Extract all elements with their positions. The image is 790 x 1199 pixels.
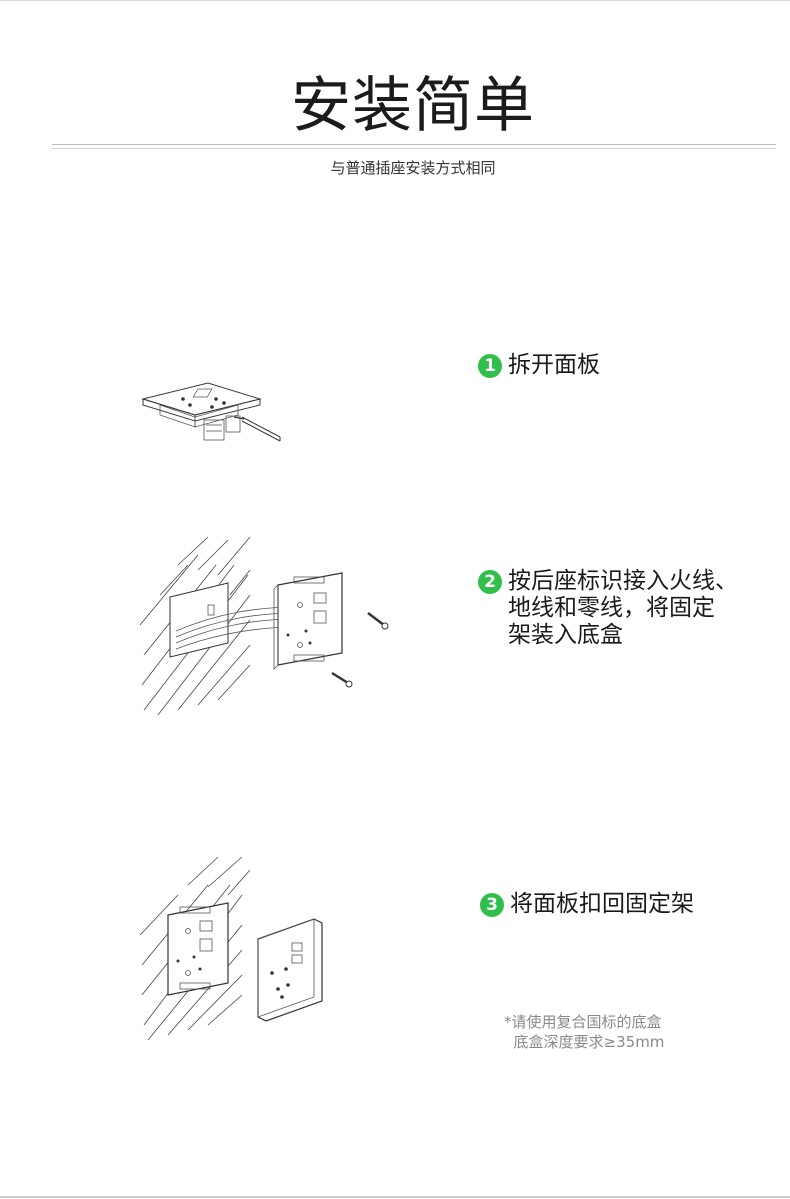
note-line-1: *请使用复合国标的底盒	[504, 1013, 662, 1031]
note-line-2: 底盒深度要求≥35mm	[504, 1033, 665, 1051]
step-1-text: 拆开面板	[508, 352, 600, 378]
page-title: 安装简单	[291, 71, 535, 141]
page-subtitle: 与普通插座安装方式相同	[330, 159, 496, 177]
step-3: 3 将面板扣回固定架	[480, 891, 694, 918]
step-2: 2 按后座标识接入火线、 地线和零线，将固定 架装入底盒	[478, 568, 738, 649]
bottom-border	[0, 1196, 790, 1198]
install-note: *请使用复合国标的底盒 底盒深度要求≥35mm	[504, 1012, 664, 1052]
top-border	[0, 0, 790, 1]
step-3-text: 将面板扣回固定架	[510, 891, 694, 917]
step-3-badge: 3	[480, 893, 504, 917]
illustration-attach-panel	[139, 856, 323, 1041]
step-1-badge: 1	[478, 354, 502, 378]
step-2-text: 按后座标识接入火线、 地线和零线，将固定 架装入底盒	[508, 568, 738, 648]
title-divider-secondary	[52, 148, 776, 149]
step-2-badge: 2	[478, 570, 502, 594]
title-divider	[52, 144, 776, 145]
illustration-open-panel	[141, 382, 281, 442]
step-1: 1 拆开面板	[478, 352, 600, 379]
illustration-wiring	[139, 536, 389, 716]
